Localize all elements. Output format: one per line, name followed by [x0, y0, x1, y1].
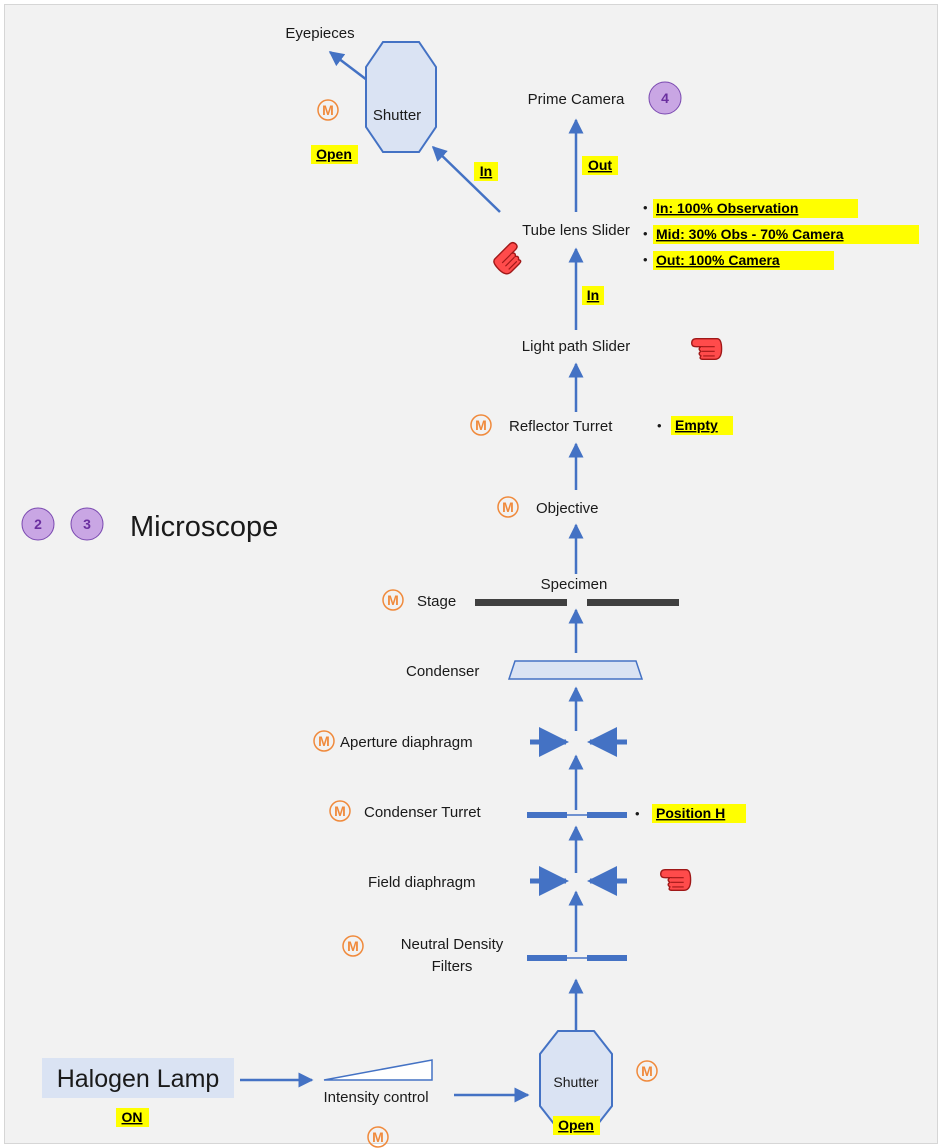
prime-camera-label: Prime Camera [528, 91, 625, 108]
tube-lens-slider-label: Tube lens Slider [522, 222, 630, 239]
in-left-highlight [474, 162, 498, 181]
motor-icon-intensity: M [367, 1126, 389, 1148]
motor-icon-nd-filters: M [342, 935, 364, 957]
shutter-top-state: Open [316, 146, 352, 162]
tube-option-in: In: 100% Observation [656, 200, 798, 216]
svg-text:M: M [372, 1129, 384, 1145]
badge-3-text: 3 [83, 516, 91, 532]
halogen-lamp-box [42, 1058, 234, 1098]
motor-icon-shutter-bottom: M [636, 1060, 658, 1082]
badge-2: 2 [21, 507, 55, 541]
motor-icon-objective: M [497, 496, 519, 518]
shutter-bottom-state-highlight [553, 1116, 600, 1135]
stage-label: Stage [417, 593, 456, 610]
specimen-label: Specimen [541, 576, 608, 593]
badge-2-text: 2 [34, 516, 42, 532]
svg-text:M: M [502, 499, 514, 515]
bullet-reflector: • [657, 418, 662, 433]
in-left-label: In [480, 163, 492, 179]
stage-bar-right [587, 599, 679, 606]
nd-bar-right [587, 955, 627, 961]
intensity-control-label: Intensity control [323, 1089, 428, 1106]
svg-text:M: M [318, 733, 330, 749]
diagram-background [4, 4, 938, 1144]
intensity-wedge [323, 1059, 433, 1081]
stage-bar-left [475, 599, 567, 606]
hand-pointer-icon-field [660, 868, 692, 892]
shutter-top-shape [365, 41, 437, 153]
hand-pointer-icon-tube [490, 240, 529, 278]
svg-text:M: M [322, 102, 334, 118]
reflector-turret-label: Reflector Turret [509, 418, 613, 435]
svg-text:•: • [643, 226, 648, 241]
shutter-bottom-label: Shutter [553, 1074, 598, 1090]
aperture-diaphragm-label: Aperture diaphragm [340, 734, 473, 751]
svg-text:•: • [643, 252, 648, 267]
eyepieces-label: Eyepieces [285, 25, 354, 42]
condenser-turret-label: Condenser Turret [364, 804, 482, 821]
svg-text:•: • [643, 200, 648, 215]
svg-text:M: M [334, 803, 346, 819]
condenser-turret-state: Position H [656, 805, 725, 821]
badge-4: 4 [648, 81, 682, 115]
nd-filters-label-line2: Filters [432, 958, 473, 975]
shutter-top-state-highlight [311, 145, 358, 164]
diagram-title: Microscope [130, 511, 278, 543]
halogen-state: ON [122, 1109, 143, 1125]
condenser-shape [507, 660, 644, 680]
svg-text:M: M [641, 1063, 653, 1079]
condenser-label: Condenser [406, 663, 479, 680]
nd-bar-left [527, 955, 567, 961]
in-center-label: In [587, 287, 599, 303]
turret-state-highlight [652, 804, 746, 823]
svg-text:M: M [387, 592, 399, 608]
motor-icon-condenser-turret: M [329, 800, 351, 822]
motor-icon-reflector: M [470, 414, 492, 436]
arrow-to-eyepieces [328, 51, 368, 81]
svg-text:M: M [347, 938, 359, 954]
field-diaphragm-label: Field diaphragm [368, 874, 476, 891]
shutter-bottom-state: Open [558, 1117, 594, 1133]
motor-icon-stage: M [382, 589, 404, 611]
svg-text:4: 4 [661, 90, 669, 106]
objective-label: Objective [536, 500, 599, 517]
reflector-state-highlight [671, 416, 733, 435]
halogen-lamp-label: Halogen Lamp [57, 1065, 220, 1093]
out-highlight [582, 156, 618, 175]
tube-option-out: Out: 100% Camera [656, 252, 780, 268]
tube-option-mid: Mid: 30% Obs - 70% Camera [656, 226, 844, 242]
reflector-state: Empty [675, 417, 718, 433]
out-label: Out [588, 157, 612, 173]
motor-icon-shutter-top: M [317, 99, 339, 121]
in-center-highlight [582, 286, 604, 305]
light-path-slider-label: Light path Slider [522, 338, 630, 355]
arrow-to-shutter-top [431, 145, 501, 213]
shutter-top-label: Shutter [373, 107, 421, 124]
turret-bar-right [587, 812, 627, 818]
halogen-state-highlight [116, 1108, 149, 1127]
nd-filters-label-line1: Neutral Density [401, 936, 504, 953]
motor-icon-aperture: M [313, 730, 335, 752]
svg-text:M: M [475, 417, 487, 433]
badge-3: 3 [70, 507, 104, 541]
tube-options-list: • In: 100% Observation • Mid: 30% Obs - … [643, 199, 919, 270]
bullet-turret: • [635, 806, 640, 821]
hand-pointer-icon-light-path [691, 337, 723, 361]
turret-bar-left [527, 812, 567, 818]
